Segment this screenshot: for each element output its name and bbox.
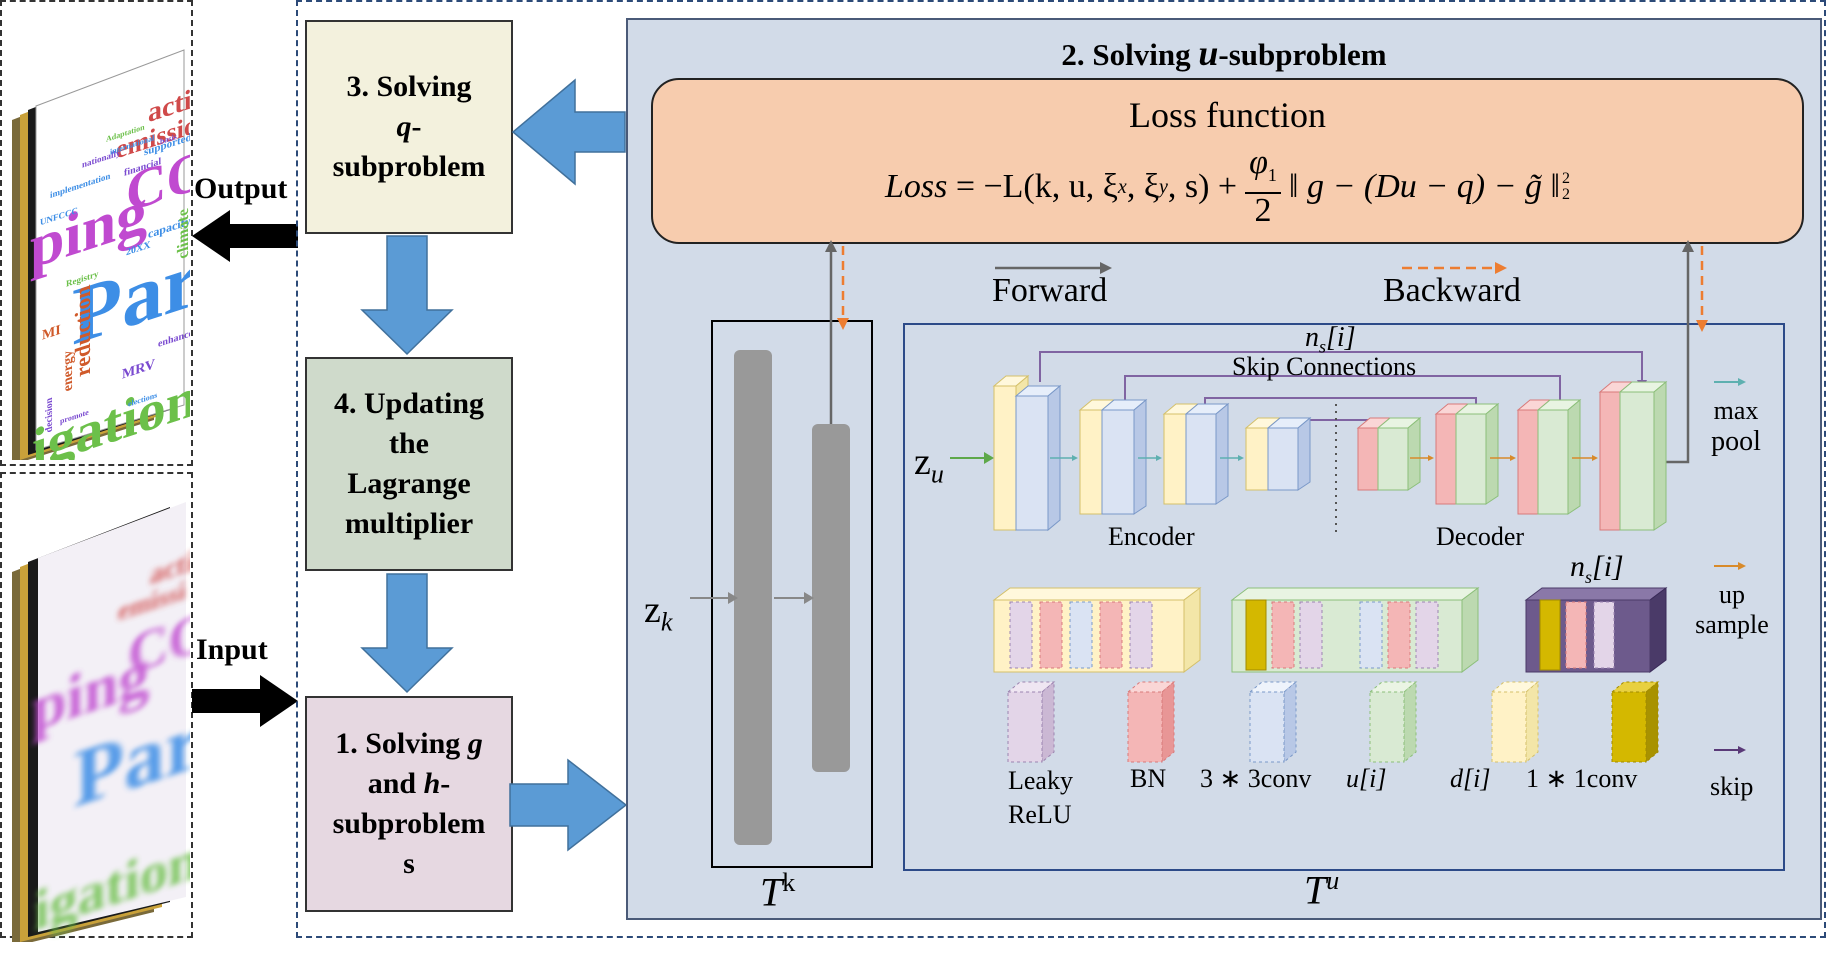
legend-u-block xyxy=(1368,680,1418,764)
encoder-block-1 xyxy=(992,374,1062,532)
legend-skip: skip xyxy=(1710,772,1754,801)
composite-block-d xyxy=(992,587,1202,673)
loss-function-box xyxy=(651,78,1804,244)
legend-conv1: 1 ∗ 1conv xyxy=(1526,764,1638,793)
step1-gh-subproblems: 1. Solving g and h- subproblem s xyxy=(305,696,513,912)
step4-line1: 4. Updating xyxy=(333,387,485,420)
step4-line2: the xyxy=(388,427,429,460)
step1-line1: 1. Solving xyxy=(335,727,461,760)
algorithm-frame xyxy=(296,0,1826,938)
step1-dash: - xyxy=(440,767,451,800)
output-label: Output xyxy=(194,172,288,205)
panel-title-var: u xyxy=(1198,33,1219,73)
arrow-gh-to-u xyxy=(509,758,628,852)
loss-title: Loss function xyxy=(1129,95,1326,135)
arrow-u-to-q xyxy=(511,78,626,186)
encoder-label: Encoder xyxy=(1108,522,1195,551)
tk-label: Tk xyxy=(760,868,796,915)
arrow-q-to-lagrange xyxy=(360,235,454,356)
forward-backward-legend xyxy=(995,262,1507,274)
legend-conv1-block xyxy=(1610,680,1660,764)
legend-conv3-block xyxy=(1248,680,1298,764)
legend-bn-block xyxy=(1126,680,1176,764)
step4-line4: multiplier xyxy=(344,507,474,540)
loss-fraction: φ1 2 xyxy=(1245,146,1281,228)
decoder-block-3 xyxy=(1516,398,1582,515)
step4-line3: Lagrange xyxy=(347,467,471,500)
composite-block-u xyxy=(1230,587,1480,673)
forward-label: Forward xyxy=(992,272,1108,309)
step3-q-subproblem: 3. Solving q- subproblem xyxy=(305,20,513,234)
step1-line2: and xyxy=(367,767,417,800)
legend-bn: BN xyxy=(1130,764,1167,793)
decoder-block-1 xyxy=(1356,416,1422,491)
legend-d-block xyxy=(1490,680,1540,764)
tk-bar-left xyxy=(734,350,772,845)
step1-line4: s xyxy=(403,847,415,880)
step3-line3: subproblem xyxy=(332,150,486,183)
decoder-block-4 xyxy=(1598,380,1668,531)
encoder-block-2 xyxy=(1078,398,1148,515)
panel-title: 2. Solving u-subproblem xyxy=(1061,33,1387,73)
word-energy: energy xyxy=(60,347,76,393)
legend-up-sample: up sample xyxy=(1695,580,1769,639)
tu-unet-box xyxy=(903,323,1785,871)
backward-label: Backward xyxy=(1383,272,1521,309)
output-image-frame xyxy=(0,0,193,466)
zk-label: zk xyxy=(644,589,673,637)
output-arrow xyxy=(192,210,298,262)
word-reduction: reduction xyxy=(71,282,95,380)
encoder-block-3 xyxy=(1162,402,1230,505)
word-mi: MI xyxy=(42,322,61,344)
step3-var-q: q xyxy=(396,110,412,143)
tk-network-box xyxy=(711,320,873,868)
legend-d: d[i] xyxy=(1450,764,1491,793)
word-decision: decision xyxy=(44,396,55,434)
decoder-block-2 xyxy=(1434,402,1500,505)
tk-bar-right xyxy=(812,424,850,772)
skip-connections-label: Skip Connections xyxy=(1232,352,1417,381)
legend-u: u[i] xyxy=(1346,764,1387,793)
zu-label: zu xyxy=(914,441,944,489)
ns-label: ns[i] xyxy=(1570,550,1624,587)
step4-lagrange-update: 4. Updating the Lagrange multiplier xyxy=(305,357,513,571)
legend-leaky-block xyxy=(1006,680,1056,764)
composite-block-skip xyxy=(1524,587,1668,673)
decoder-label: Decoder xyxy=(1436,522,1525,551)
arrow-lagrange-to-gh xyxy=(360,573,454,694)
tu-label: Tu xyxy=(1304,866,1340,913)
output-wordcloud-image: ping COL Part igation emission action re… xyxy=(12,49,190,460)
word-climate: climate xyxy=(173,206,190,262)
skip-top-label: ns[i] xyxy=(1305,322,1356,357)
input-label: Input xyxy=(196,633,268,666)
encoder-block-4 xyxy=(1244,416,1312,491)
step1-line3: subproblem xyxy=(332,807,486,840)
input-blurry-wordcloud-image: ping COL Part igation emissi actio xyxy=(12,502,190,942)
legend-max-pool: max pool xyxy=(1711,396,1761,457)
step1-var-h: h xyxy=(423,767,441,800)
input-arrow xyxy=(192,675,298,727)
step3-dash: - xyxy=(411,110,422,143)
step3-line1: 3. Solving xyxy=(346,70,472,103)
legend-leaky-relu: Leaky ReLU xyxy=(1008,766,1073,829)
legend-conv3: 3 ∗ 3conv xyxy=(1200,764,1312,793)
step1-var-g: g xyxy=(467,727,483,760)
